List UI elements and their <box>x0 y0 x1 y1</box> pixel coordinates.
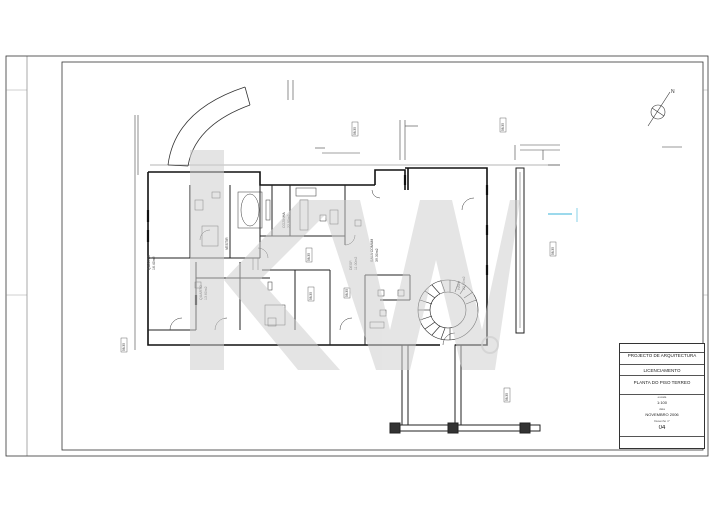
drawing-title: PLANTA DO PISO TÉRREO <box>633 381 691 385</box>
door-swings <box>169 189 475 346</box>
date-value: NOVEMBRO 2006 <box>645 413 679 417</box>
project-type: PROJECTO DE ARQUITECTURA <box>627 354 697 358</box>
scale-label: escala <box>657 396 667 399</box>
licensing: LICENCIAMENTO <box>643 369 681 373</box>
curved-walkway <box>167 86 251 167</box>
building-walls <box>147 167 488 346</box>
north-arrow <box>647 91 682 148</box>
sheet-number: 04 <box>658 425 666 431</box>
spiral-staircase <box>417 279 479 341</box>
level-tags <box>120 117 557 403</box>
sheet-label: Desenho nº <box>654 420 670 423</box>
title-block: PROJECTO DE ARQUITECTURA LICENCIAMENTO P… <box>619 343 705 449</box>
sheet-border <box>5 55 709 457</box>
windows <box>146 175 489 305</box>
date-label: data <box>659 408 665 411</box>
interior-walls <box>148 185 411 345</box>
drawing-frame <box>61 61 704 451</box>
scale-value: 1:100 <box>656 401 667 405</box>
